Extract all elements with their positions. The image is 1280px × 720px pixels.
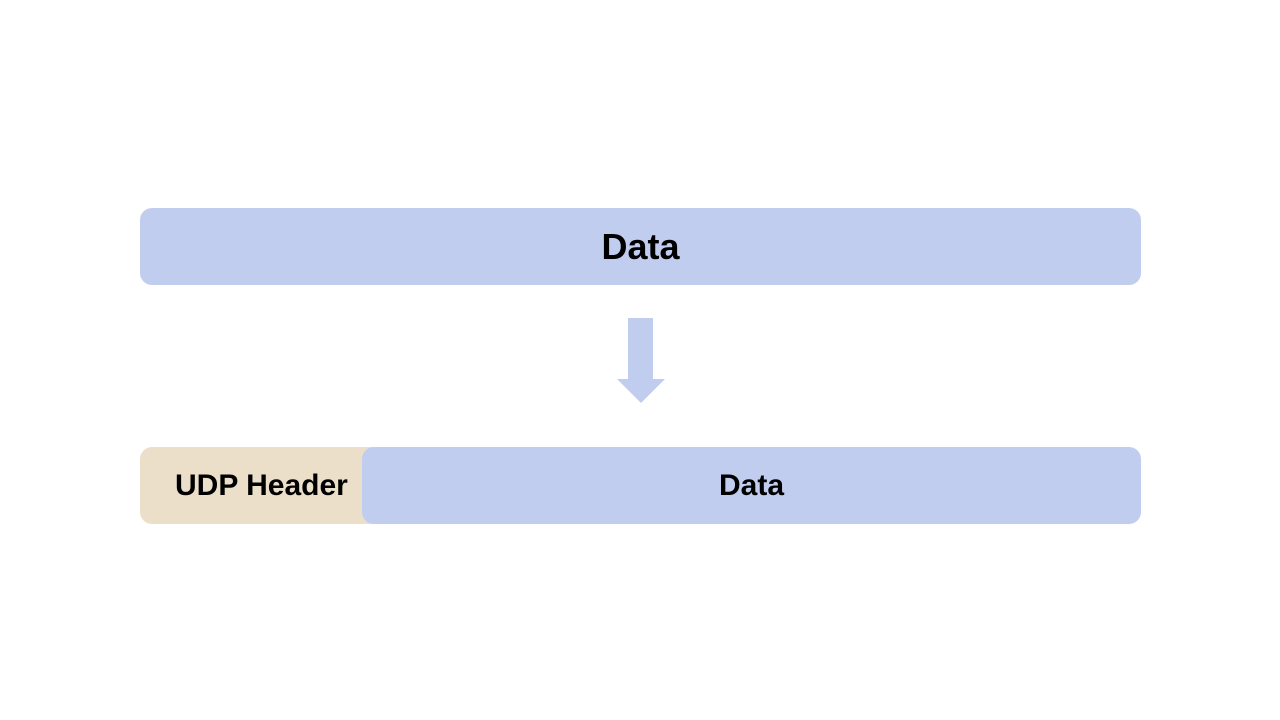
down-arrow-shape xyxy=(617,318,665,403)
top-data-block: Data xyxy=(140,208,1141,285)
bottom-data-block: Data xyxy=(362,447,1141,524)
down-arrow-icon xyxy=(617,318,665,403)
